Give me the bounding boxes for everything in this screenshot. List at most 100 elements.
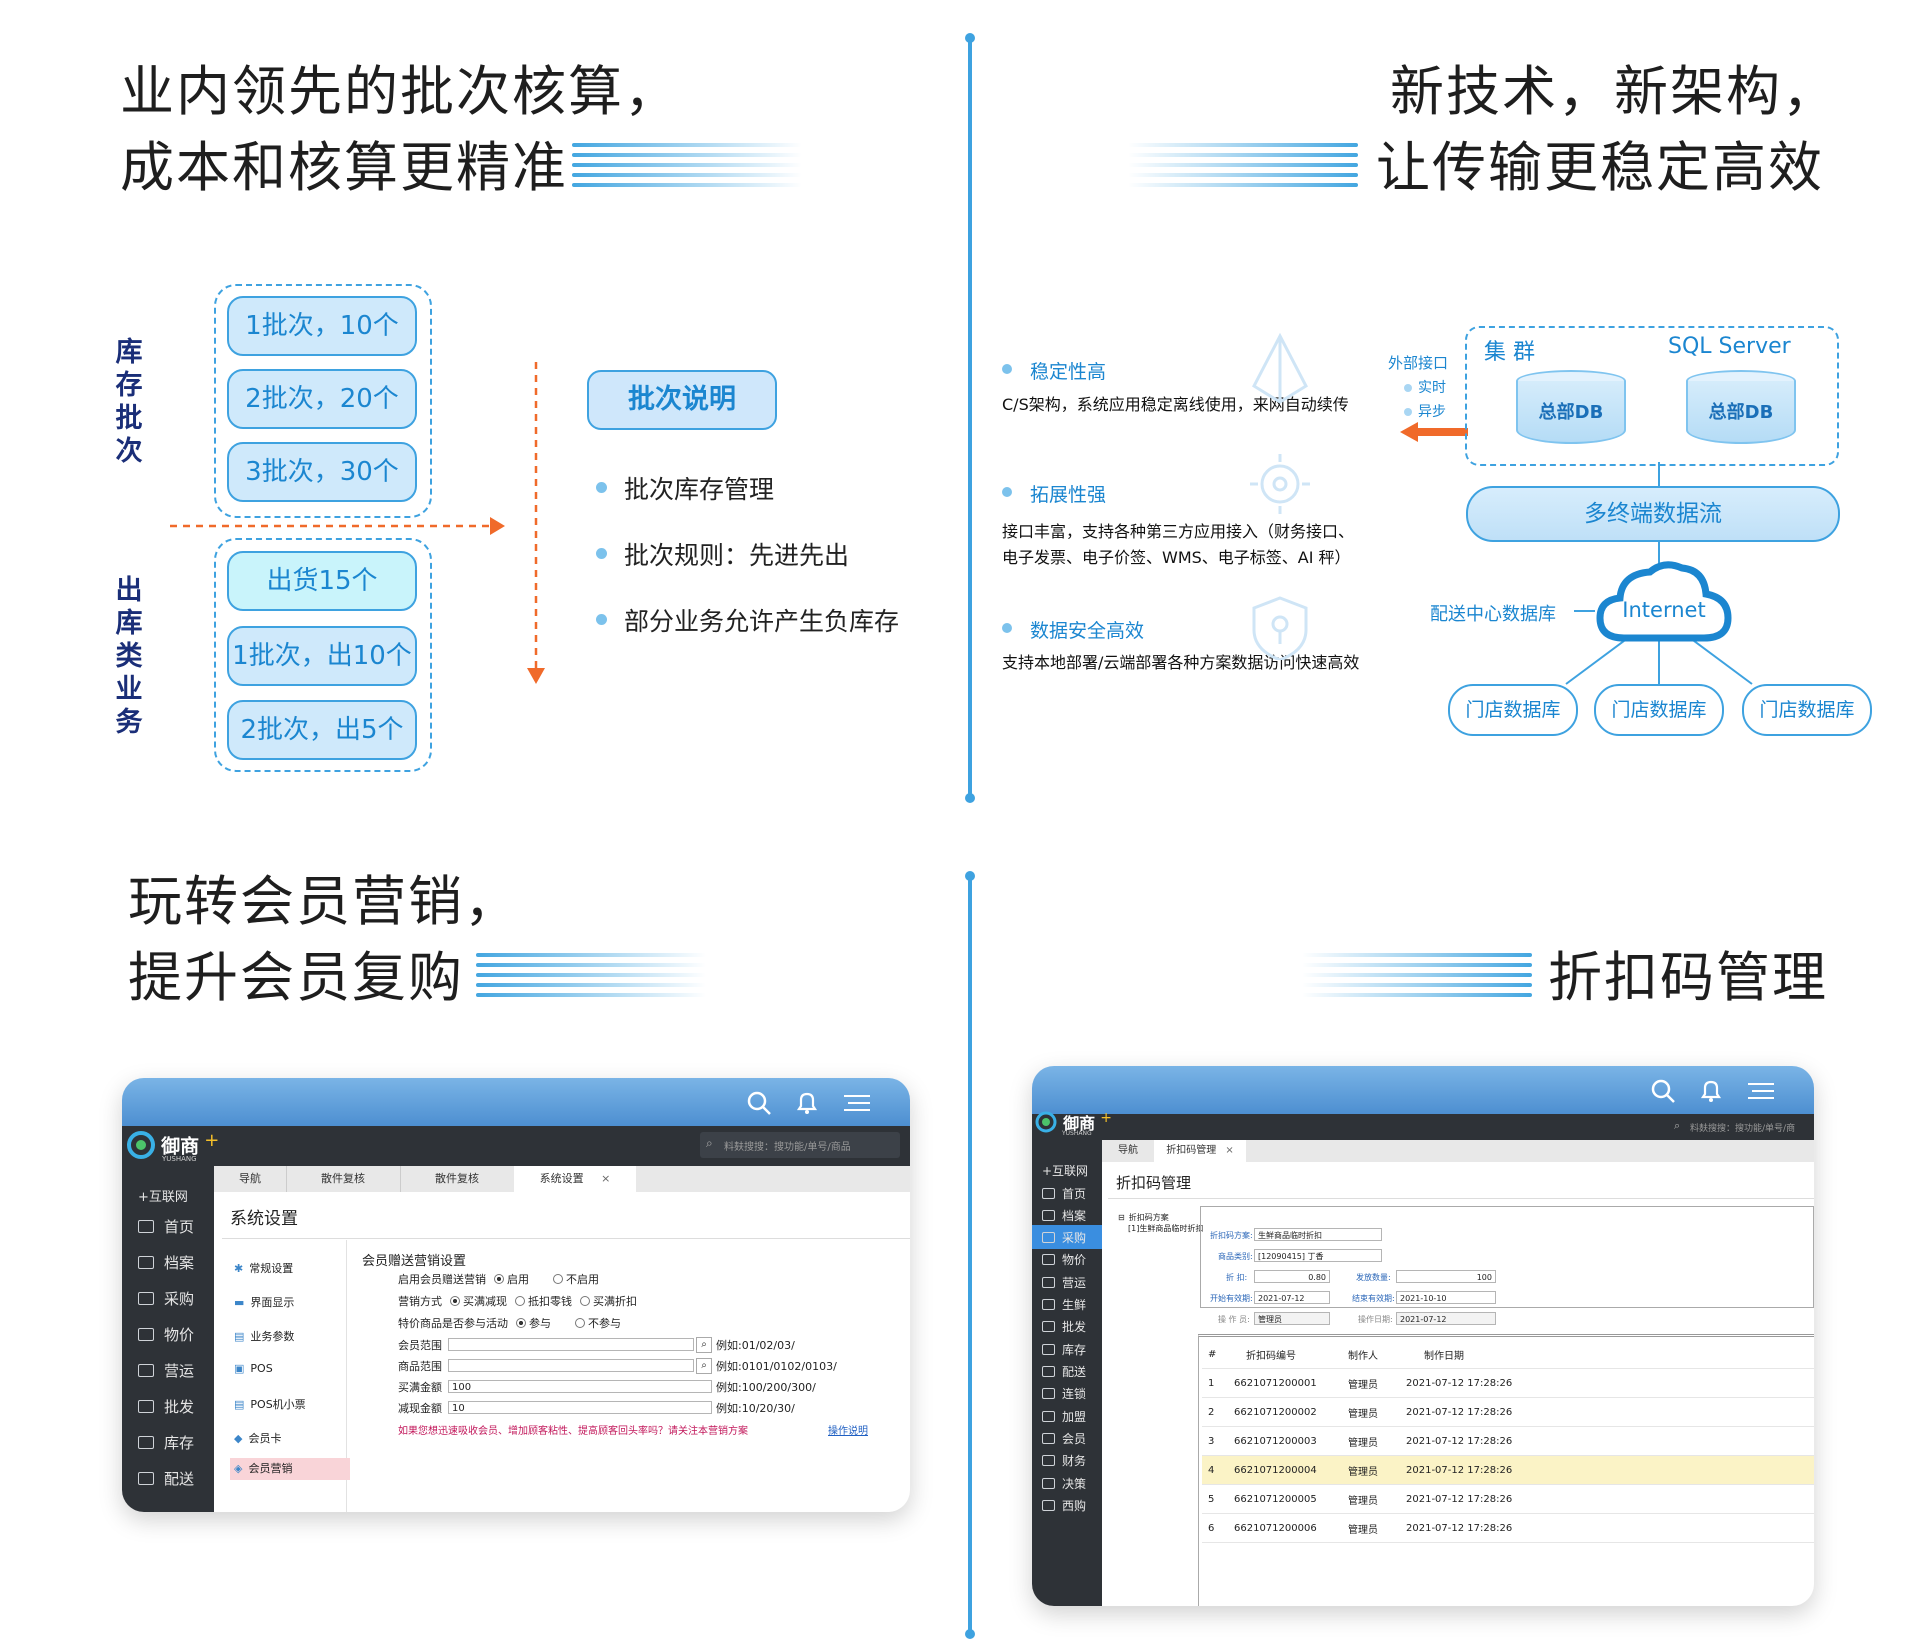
sidebar-item-finance[interactable]: 财务 [1042, 1452, 1086, 1469]
radio-participate[interactable] [516, 1318, 526, 1328]
sidebar-item-wholesale[interactable]: 批发 [138, 1396, 194, 1417]
menu-label: 会员卡 [248, 1432, 282, 1445]
sidebar-item-wholesale[interactable]: 批发 [1042, 1318, 1086, 1335]
sidebar-label: 配送 [164, 1470, 195, 1488]
sidebar-label: 采购 [164, 1290, 195, 1308]
reduce-amount-input[interactable]: 10 [448, 1401, 712, 1414]
plan-input[interactable]: 生鲜商品临时折扣 [1254, 1228, 1382, 1241]
menu-business-params[interactable]: ▤业务参数 [234, 1328, 294, 1344]
sidebar-item-delivery[interactable]: 配送 [138, 1468, 194, 1489]
menu-pos-receipt[interactable]: ▤POS机小票 [234, 1396, 306, 1412]
titlebar-icons [1650, 1078, 1776, 1104]
close-icon[interactable]: × [601, 1172, 611, 1185]
sidebar-item-purchase[interactable]: 采购 [1042, 1229, 1086, 1246]
pos-icon: ▣ [234, 1362, 245, 1375]
sidebar-item-stock[interactable]: 库存 [138, 1432, 194, 1453]
sidebar-item-internet[interactable]: +互联网 [1042, 1164, 1089, 1178]
tab-scatter-review-2[interactable]: 散件复核 [400, 1166, 515, 1192]
sidebar-item-west-purchase[interactable]: 西购 [1042, 1497, 1086, 1514]
search-icon[interactable] [746, 1090, 772, 1116]
member-range-search-icon[interactable]: ⌕ [696, 1337, 712, 1353]
franchise-icon [1042, 1411, 1055, 1422]
global-search[interactable]: ⌕ 料麸搜搜：搜功能/单号/商品 [700, 1132, 900, 1158]
discount-input[interactable]: 0.80 [1254, 1270, 1330, 1283]
member-range-input[interactable] [448, 1338, 694, 1351]
radio-enable[interactable] [494, 1274, 504, 1284]
form-panel [1200, 1206, 1814, 1308]
sidebar-item-archive[interactable]: 档案 [1042, 1207, 1086, 1224]
end-input[interactable]: 2021-10-10 [1396, 1291, 1496, 1304]
count-input[interactable]: 100 [1396, 1270, 1496, 1283]
menu-pos[interactable]: ▣POS [234, 1362, 273, 1375]
bell-icon[interactable] [794, 1090, 820, 1116]
radio-full-reduction[interactable] [450, 1296, 460, 1306]
radio-full-discount[interactable] [580, 1296, 590, 1306]
start-input[interactable]: 2021-07-12 [1254, 1291, 1330, 1304]
menu-icon[interactable] [842, 1090, 872, 1116]
menu-label: 界面显示 [250, 1296, 295, 1309]
radio-not-participate[interactable] [575, 1318, 585, 1328]
sidebar-item-operation[interactable]: 营运 [138, 1360, 194, 1381]
full-amount-input[interactable]: 100 [448, 1380, 712, 1393]
sidebar-item-home[interactable]: 首页 [1042, 1185, 1086, 1202]
menu-general[interactable]: ✱常规设置 [234, 1260, 293, 1276]
date-cell: 2021-07-12 17:28:26 [1404, 1426, 1814, 1456]
tab-discount-code[interactable]: 折扣码管理 × [1154, 1140, 1246, 1162]
sidebar-item-chain[interactable]: 连锁 [1042, 1385, 1086, 1402]
bell-icon[interactable] [1698, 1078, 1724, 1104]
sidebar-item-internet[interactable]: +互联网 [138, 1190, 188, 1205]
page-title-divider [1108, 1198, 1814, 1199]
tag-icon: ◈ [234, 1462, 243, 1475]
op-date-input: 2021-07-12 [1396, 1312, 1496, 1325]
app-logo: 御商 + [1034, 1110, 1112, 1134]
archive-icon [138, 1256, 154, 1269]
radio-deduct-change[interactable] [515, 1296, 525, 1306]
menu-display[interactable]: ▬界面显示 [234, 1294, 294, 1310]
tab-nav[interactable]: 导航 [1102, 1140, 1155, 1162]
global-search[interactable]: ⌕ 料麸搜搜：搜功能/单号/商 [1672, 1118, 1814, 1136]
sidebar-item-fresh[interactable]: 生鲜 [1042, 1296, 1086, 1313]
date-cell: 2021-07-12 17:28:26 [1404, 1484, 1814, 1514]
product-range-input[interactable] [448, 1359, 694, 1372]
operation-guide-link[interactable]: 操作说明 [828, 1426, 868, 1437]
sidebar-item-home[interactable]: 首页 [138, 1216, 194, 1237]
logo-subtitle: YUSHANG [162, 1155, 197, 1163]
discount-label: 折 扣: [1226, 1273, 1248, 1282]
row-index: 2 [1202, 1397, 1230, 1427]
sidebar-item-franchise[interactable]: 加盟 [1042, 1408, 1086, 1425]
sidebar-item-stock[interactable]: 库存 [1042, 1341, 1086, 1358]
sidebar-item-purchase[interactable]: 采购 [138, 1288, 194, 1309]
row-index: 5 [1202, 1484, 1230, 1514]
menu-member-card[interactable]: ◆会员卡 [234, 1430, 281, 1446]
tree-root[interactable]: ⊟折扣码方案 [1118, 1212, 1169, 1223]
q2-decor-stripes [1128, 143, 1358, 191]
product-range-search-icon[interactable]: ⌕ [696, 1358, 712, 1374]
option-label: 不参与 [588, 1317, 621, 1330]
sidebar-item-decision[interactable]: 决策 [1042, 1475, 1086, 1492]
sidebar-item-archive[interactable]: 档案 [138, 1252, 194, 1273]
close-icon[interactable]: × [1225, 1145, 1234, 1156]
tab-nav[interactable]: 导航 [214, 1166, 287, 1192]
sidebar-item-price[interactable]: 物价 [1042, 1251, 1086, 1268]
tree-item[interactable]: [1]生鲜商品临时折扣 [1128, 1224, 1204, 1233]
tab-scatter-review-1[interactable]: 散件复核 [286, 1166, 401, 1192]
sidebar-item-price[interactable]: 物价 [138, 1324, 194, 1345]
sidebar-item-operation[interactable]: 营运 [1042, 1274, 1086, 1291]
sidebar-item-delivery[interactable]: 配送 [1042, 1363, 1086, 1380]
menu-member-marketing[interactable]: ◈会员营销 [230, 1458, 350, 1480]
search-icon[interactable] [1650, 1078, 1676, 1104]
sidebar-item-member[interactable]: 会员 [1042, 1430, 1086, 1447]
bag-icon [1042, 1500, 1055, 1511]
category-input[interactable]: [12090415] 丁香 [1254, 1249, 1382, 1262]
menu-icon[interactable] [1746, 1078, 1776, 1104]
inventory-batch-group [214, 284, 432, 518]
radio-disable[interactable] [553, 1274, 563, 1284]
tab-system-settings[interactable]: 系统设置 × [514, 1166, 636, 1192]
async-label: 异步 [1404, 401, 1446, 421]
